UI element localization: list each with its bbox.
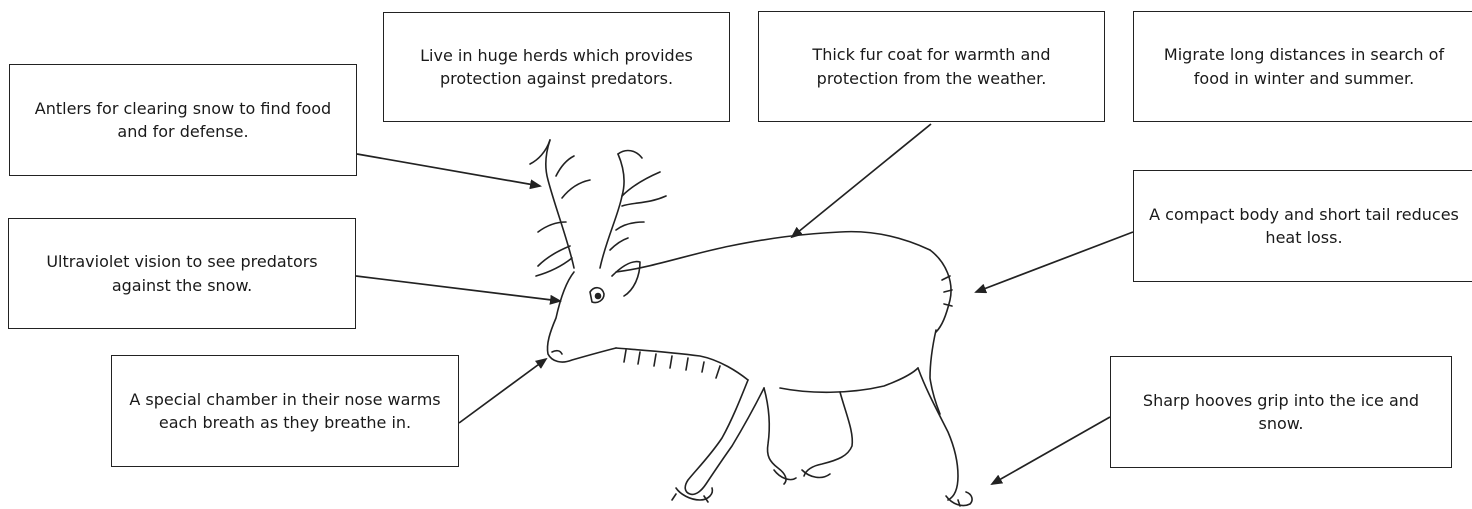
arrow-nose (459, 359, 546, 423)
arrow-fur (792, 124, 931, 237)
reindeer-head (547, 272, 616, 362)
arrow-hooves (992, 417, 1110, 484)
leg-front (685, 380, 764, 494)
arrow-body (976, 232, 1133, 292)
leg-hind (804, 392, 852, 476)
reindeer-back (616, 232, 930, 272)
leg-rear (918, 368, 958, 500)
reindeer-illustration (530, 140, 972, 506)
reindeer-ear (612, 262, 640, 296)
arrow-vision (356, 276, 560, 301)
arrow-antlers (357, 154, 540, 186)
antler-right (600, 154, 624, 268)
